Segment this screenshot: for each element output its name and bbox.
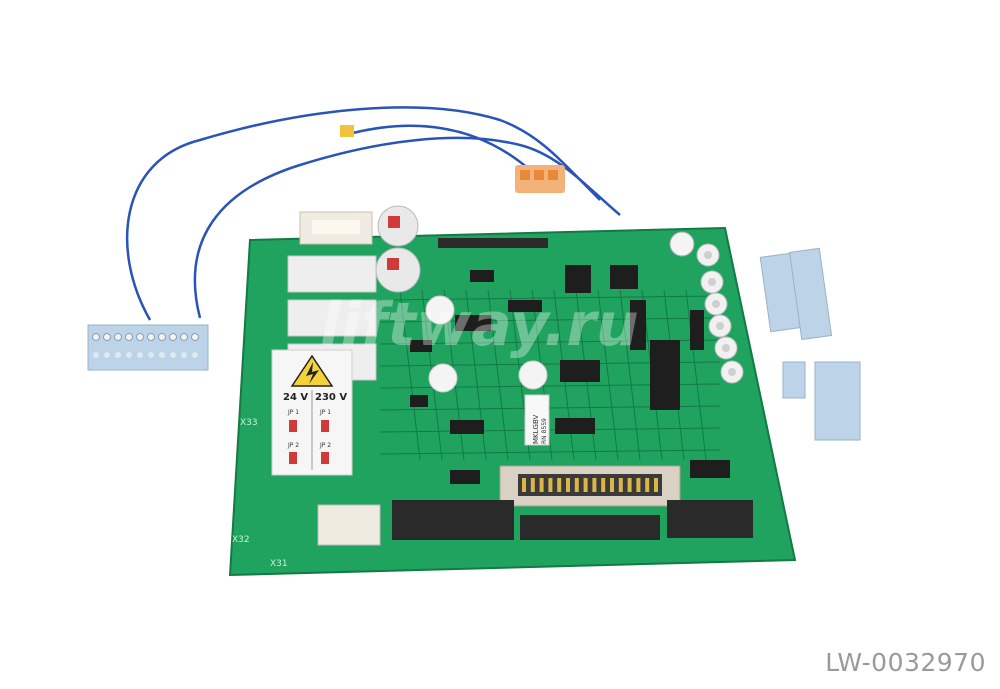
wago-connector	[515, 165, 565, 193]
svg-text:MKLGBV: MKLGBV	[532, 414, 540, 444]
ic-chip	[555, 418, 595, 434]
terminal-hole	[93, 352, 99, 358]
ribbon-pin	[627, 478, 632, 492]
ic-chip	[470, 270, 494, 282]
right-terminal-block-upper	[759, 247, 833, 341]
ic-chip	[410, 395, 428, 407]
power-connector	[317, 504, 381, 546]
jp2-right-label: JP 2	[319, 442, 331, 449]
ic-chip	[565, 265, 591, 293]
pcb-trace	[619, 289, 641, 461]
ic-chip	[450, 420, 484, 434]
ic-chip	[630, 300, 646, 350]
product-code: LW-0032970	[825, 648, 986, 677]
terminal-hole	[169, 333, 177, 341]
pcb-trace	[379, 427, 721, 433]
ic-chip	[410, 340, 432, 352]
pcb-trace	[597, 289, 619, 461]
rotary-switch-knob	[712, 300, 720, 308]
terminal-hole	[125, 333, 133, 341]
terminal-hole	[170, 352, 176, 358]
fuse-holder	[299, 211, 373, 245]
wire-tape	[340, 125, 354, 137]
rotary-switch-knob	[708, 278, 716, 286]
ribbon-pin	[645, 478, 650, 492]
ribbon-pin	[636, 478, 641, 492]
ribbon-connector	[499, 465, 681, 507]
ribbon-pin	[618, 478, 623, 492]
watermark: liftway.ru	[320, 290, 639, 360]
ic-chip	[560, 360, 600, 382]
pcb-trace	[487, 289, 509, 461]
voltage-label-230v: 230 V	[315, 392, 347, 403]
terminal-hole	[148, 352, 154, 358]
ribbon-pin	[610, 478, 614, 492]
ribbon-pin	[601, 478, 606, 492]
terminal-hole	[104, 352, 110, 358]
ce-mark	[669, 231, 695, 257]
ribbon-pin	[548, 478, 553, 492]
terminal-hole	[92, 333, 100, 341]
rotary-switch-knob	[722, 344, 730, 352]
jumper	[289, 420, 297, 432]
board-label-x31: X31	[270, 559, 288, 569]
terminal-hole	[126, 352, 132, 358]
right-terminal-block-lower	[782, 361, 861, 441]
terminal-hole	[181, 352, 187, 358]
ic-chip	[450, 470, 480, 484]
terminal-hole	[103, 333, 111, 341]
board-label-x33: X33	[240, 418, 258, 428]
ribbon-pin	[530, 478, 535, 492]
bottom-terminals	[392, 500, 753, 540]
terminal-hole	[159, 352, 165, 358]
capacitors	[375, 205, 548, 393]
terminal-hole	[147, 333, 155, 341]
ic-chip	[690, 310, 704, 350]
jumper	[289, 452, 297, 464]
terminal-hole	[180, 333, 188, 341]
rotary-switch-knob	[728, 368, 736, 376]
high-voltage-icon	[306, 362, 319, 384]
jp2-left-label: JP 2	[287, 442, 299, 449]
jumper	[321, 452, 329, 464]
ic-chip	[508, 300, 542, 312]
jp1-left-label: JP 1	[287, 409, 299, 416]
ribbon-pin	[574, 478, 579, 492]
ribbon-pin	[592, 478, 597, 492]
warning-panel: 24 V 230 V JP 1 JP 1 JP 2 JP 2	[271, 349, 353, 476]
jp1-right-label: JP 1	[319, 409, 331, 416]
ic-chip	[455, 315, 491, 331]
ic-chip	[690, 460, 730, 478]
terminal-hole	[114, 333, 122, 341]
jumper	[321, 420, 329, 432]
ribbon-pin	[522, 478, 526, 492]
terminal-hole	[136, 333, 144, 341]
rotary-switch-knob	[716, 322, 724, 330]
voltage-label-24v: 24 V	[283, 392, 308, 403]
ribbon-pin	[654, 478, 658, 492]
pcb-trace	[379, 449, 721, 455]
ic-chip	[650, 340, 680, 410]
terminal-hole	[192, 352, 198, 358]
ic-chip	[610, 265, 638, 289]
ribbon-pin	[557, 478, 562, 492]
pin-header-top	[438, 238, 548, 248]
terminal-hole	[137, 352, 143, 358]
rotary-switch-knob	[704, 251, 712, 259]
ribbon-pin	[566, 478, 570, 492]
ribbon-pin	[539, 478, 544, 492]
left-terminal-block	[87, 324, 209, 371]
serial-sticker: MKLGBV RN 8559	[524, 394, 550, 446]
board-label-x32: X32	[232, 535, 250, 545]
svg-text:RN 8559: RN 8559	[541, 418, 548, 444]
rotary-switches	[696, 243, 744, 384]
terminal-hole	[191, 333, 199, 341]
terminal-hole	[158, 333, 166, 341]
terminal-hole	[115, 352, 121, 358]
ribbon-pin	[583, 478, 588, 492]
